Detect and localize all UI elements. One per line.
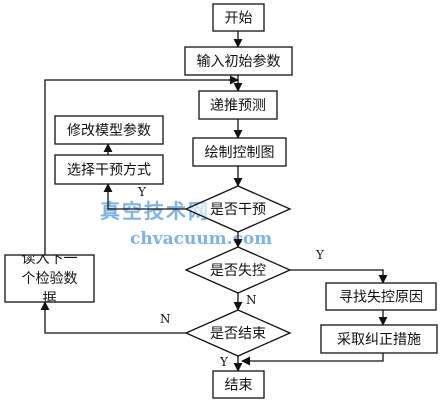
- node-find-cause: 寻找失控原因: [325, 282, 437, 311]
- node-input-params: 输入初始参数: [184, 46, 293, 76]
- node-modify-model: 修改模型参数: [54, 115, 164, 145]
- decision-is-finished: 是否结束: [184, 309, 292, 357]
- decision-out-of-control: 是否失控: [184, 246, 292, 294]
- node-take-measures-label: 采取纠正措施: [337, 332, 421, 348]
- node-read-next-label: 读入下一个检验数据: [21, 255, 78, 302]
- label-finished-no: N: [160, 312, 171, 326]
- label-finished-yes: Y: [219, 355, 229, 369]
- node-end: 结束: [212, 370, 265, 399]
- node-recursive-predict-label: 递推预测: [210, 98, 266, 114]
- node-find-cause-label: 寻找失控原因: [339, 290, 423, 306]
- decision-need-intervene: 是否干预: [184, 185, 292, 233]
- node-select-intervene: 选择干预方式: [54, 154, 164, 185]
- node-input-params-label: 输入初始参数: [197, 53, 281, 70]
- node-take-measures: 采取纠正措施: [320, 324, 438, 354]
- connectors: [40, 31, 388, 372]
- node-draw-chart-label: 绘制控制图: [205, 145, 275, 161]
- decision-out-of-control-label: 是否失控: [210, 263, 266, 279]
- node-start: 开始: [212, 3, 265, 32]
- node-select-intervene-label: 选择干预方式: [67, 163, 151, 179]
- node-recursive-predict: 递推预测: [198, 90, 278, 120]
- watermark-en: chvacuum.com: [130, 229, 272, 249]
- node-modify-model-label: 修改模型参数: [67, 122, 151, 139]
- decision-need-intervene-label: 是否干预: [210, 202, 266, 218]
- node-draw-chart: 绘制控制图: [192, 137, 287, 167]
- label-intervene-yes: Y: [137, 185, 147, 199]
- node-start-label: 开始: [225, 11, 253, 27]
- label-out-of-control-yes: Y: [315, 248, 325, 262]
- node-end-label: 结束: [225, 378, 253, 394]
- decision-is-finished-label: 是否结束: [210, 326, 266, 342]
- label-out-of-control-no: N: [246, 293, 257, 307]
- node-read-next: 读入下一个检验数据: [4, 254, 95, 303]
